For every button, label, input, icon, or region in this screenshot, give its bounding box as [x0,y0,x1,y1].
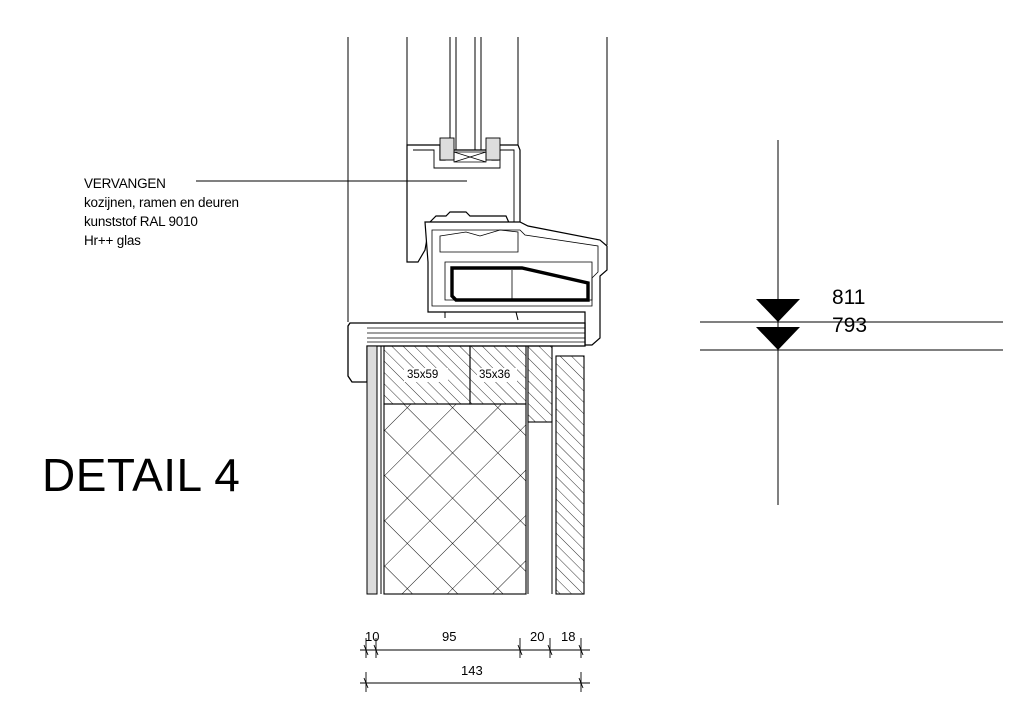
window-frame [424,221,608,346]
level-marker-upper [756,299,800,322]
wall-lines [347,37,608,322]
dimension-lines [360,638,590,692]
member-label-left: 35x59 [407,369,439,381]
sill-board [347,322,586,383]
note-line-2: kozijnen, ramen en deuren [84,195,239,210]
detail-title: DETAIL 4 [42,449,241,501]
member-label-right: 35x36 [479,369,511,381]
dim-segment-1: 10 [365,629,380,644]
insulation [383,403,527,595]
dim-segment-4: 18 [561,629,576,644]
dim-total: 143 [461,663,483,678]
level-label-upper: 811 [832,286,866,309]
note-line-3: kunststof RAL 9010 [84,214,198,229]
inner-panel [366,345,378,595]
note-line-4: Hr++ glas [84,233,141,248]
level-markers [700,140,1003,505]
level-marker-lower [756,327,800,350]
level-label-lower: 793 [832,314,868,337]
dim-segment-2: 95 [442,629,457,644]
dim-segment-3: 20 [530,629,545,644]
note-line-1: VERVANGEN [84,176,166,191]
material-note: VERVANGEN kozijnen, ramen en deuren kuns… [84,174,239,250]
